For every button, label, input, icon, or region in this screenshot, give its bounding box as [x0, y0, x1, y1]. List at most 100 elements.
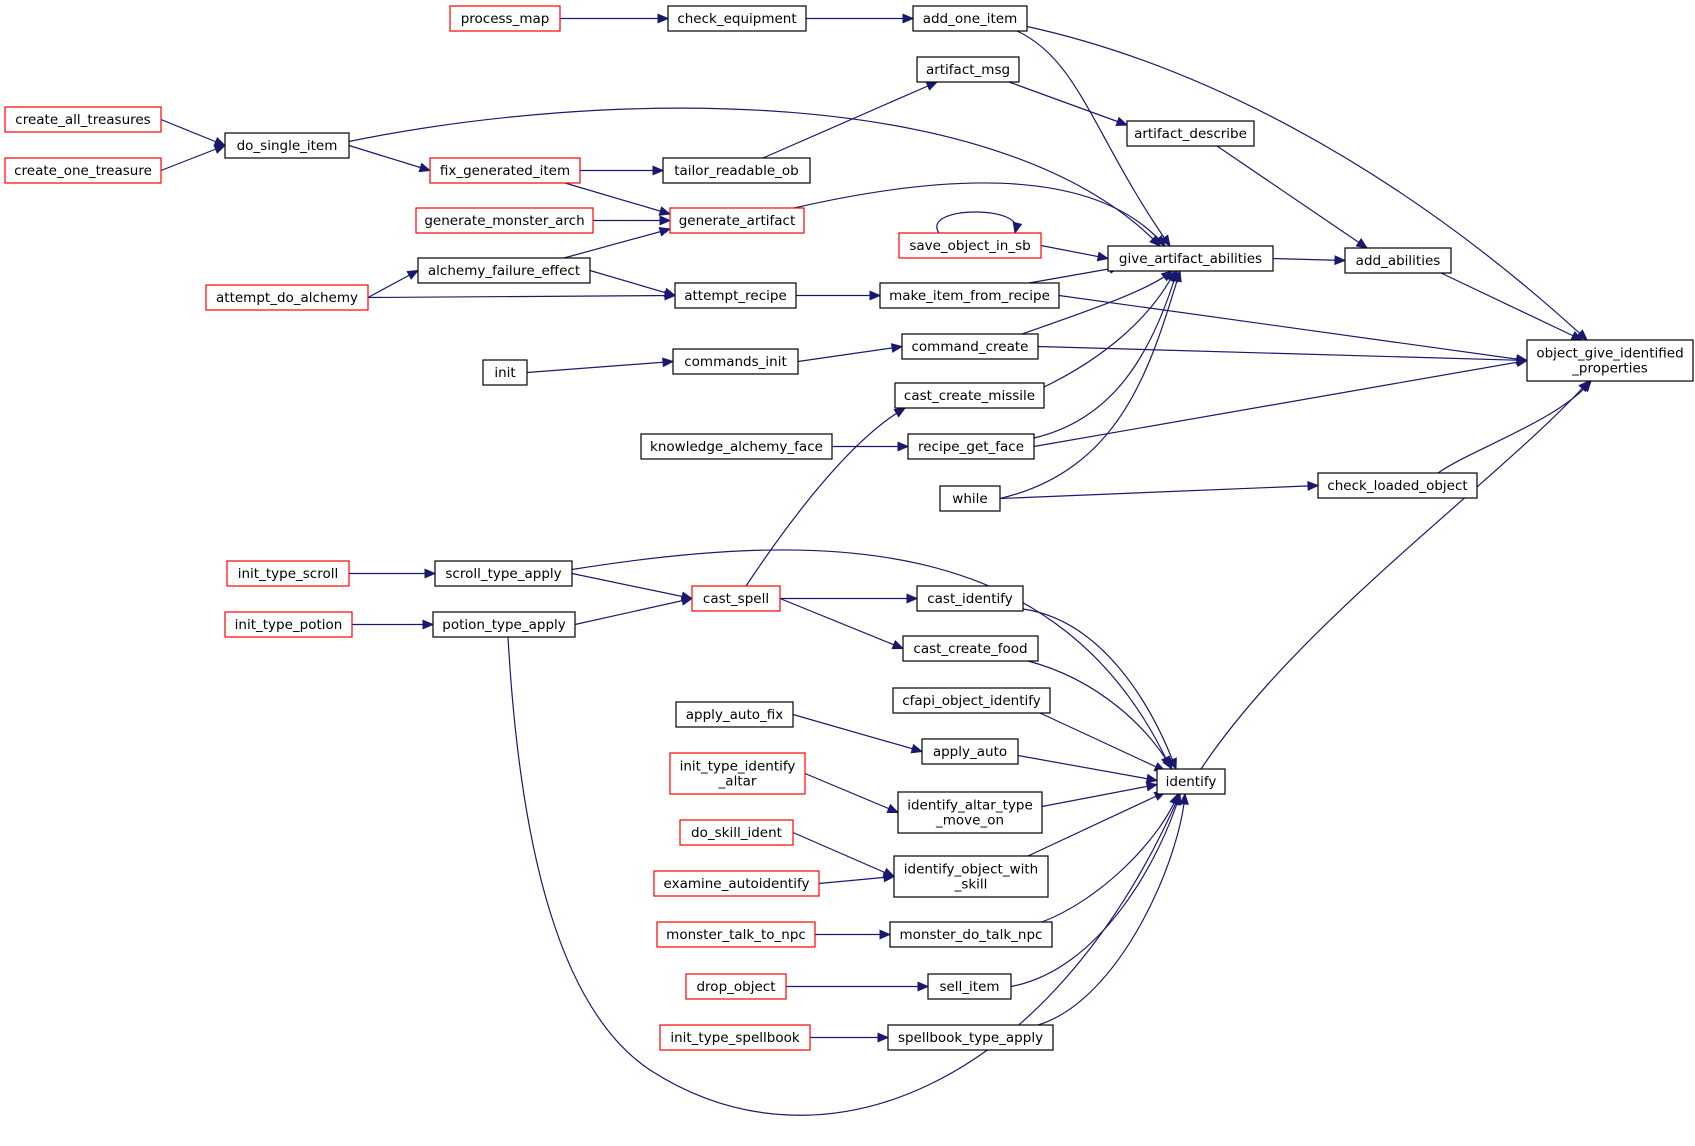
node-label: recipe_get_face — [918, 439, 1024, 455]
node-label: while — [952, 491, 987, 507]
node-identify-altar-type-move-on[interactable]: identify_altar_type_move_on — [897, 791, 1043, 834]
node-label: examine_autoidentify — [664, 876, 810, 892]
node-label: cast_create_missile — [904, 388, 1035, 404]
node-identify-object-with-skill[interactable]: identify_object_with_skill — [893, 855, 1049, 898]
node-apply-auto-fix[interactable]: apply_auto_fix — [675, 701, 794, 728]
arrowhead-cast_spell-to-cast_create_missile — [893, 407, 907, 418]
node-box — [672, 348, 799, 375]
node-check-loaded-object[interactable]: check_loaded_object — [1317, 472, 1478, 499]
node-init-type-spellbook[interactable]: init_type_spellbook — [659, 1024, 811, 1051]
arrowhead-give_artifact_abilities-to-add_abilities — [1334, 255, 1347, 266]
edge-potion_type_apply-to-cast_spell — [574, 597, 693, 626]
node-init-type-identify-altar[interactable]: init_type_identify_altar — [669, 752, 806, 795]
edge-attempt_do_alchemy-to-attempt_recipe — [367, 294, 676, 299]
node-do-single-item[interactable]: do_single_item — [224, 132, 350, 159]
node-monster-talk-to-npc[interactable]: monster_talk_to_npc — [656, 921, 816, 948]
node-label: monster_do_talk_npc — [900, 927, 1043, 943]
node-box — [887, 1024, 1054, 1051]
node-box — [1126, 120, 1255, 147]
edge-examine_autoidentify-to-identify_object_with_skill — [818, 875, 895, 885]
node-artifact-describe[interactable]: artifact_describe — [1126, 120, 1255, 147]
node-scroll-type-apply[interactable]: scroll_type_apply — [434, 560, 573, 587]
node-alchemy-failure-effect[interactable]: alchemy_failure_effect — [417, 257, 591, 284]
node-generate-artifact[interactable]: generate_artifact — [669, 207, 805, 234]
node-potion-type-apply[interactable]: potion_type_apply — [432, 611, 576, 638]
node-label: apply_auto_fix — [686, 707, 784, 723]
node-init-type-potion[interactable]: init_type_potion — [224, 611, 353, 638]
node-create-all-treasures[interactable]: create_all_treasures — [4, 106, 162, 133]
node-artifact-msg[interactable]: artifact_msg — [916, 56, 1020, 83]
node-check-equipment[interactable]: check_equipment — [667, 5, 807, 32]
node-label: init_type_scroll — [238, 566, 338, 582]
node-examine-autoidentify[interactable]: examine_autoidentify — [653, 870, 820, 897]
node-while[interactable]: while — [939, 485, 1001, 512]
node-add-abilities[interactable]: add_abilities — [1344, 247, 1452, 274]
node-label: generate_artifact — [679, 213, 796, 229]
edge-add_abilities-to-object_give_identified_properties — [1440, 272, 1583, 341]
arrowhead-apply_auto_fix-to-apply_auto — [910, 743, 924, 754]
arrowhead-recipe_get_face-to-object_give_identified_properties — [1515, 357, 1529, 368]
node-cast-create-missile[interactable]: cast_create_missile — [894, 382, 1045, 409]
node-label: drop_object — [696, 979, 775, 995]
node-generate-monster-arch[interactable]: generate_monster_arch — [415, 207, 594, 234]
node-tailor-readable-ob[interactable]: tailor_readable_ob — [662, 157, 811, 184]
node-box — [916, 585, 1024, 612]
node-box — [912, 5, 1028, 32]
arrowhead-generate_artifact-to-give_artifact_abilities — [1154, 234, 1166, 247]
node-box — [4, 157, 162, 184]
node-box — [429, 157, 581, 184]
arrowhead-attempt_do_alchemy-to-attempt_recipe — [664, 290, 677, 301]
node-box — [417, 257, 591, 284]
node-fix-generated-item[interactable]: fix_generated_item — [429, 157, 581, 184]
node-give-artifact-abilities[interactable]: give_artifact_abilities — [1107, 245, 1274, 272]
node-make-item-from-recipe[interactable]: make_item_from_recipe — [879, 282, 1060, 309]
node-identify[interactable]: identify — [1156, 768, 1226, 795]
node-label: create_one_treasure — [14, 163, 152, 179]
node-do-skill-ident[interactable]: do_skill_ident — [679, 819, 794, 846]
node-box — [674, 282, 797, 309]
node-init[interactable]: init — [482, 359, 528, 386]
node-create-one-treasure[interactable]: create_one_treasure — [4, 157, 162, 184]
edge-artifact_describe-to-add_abilities — [1216, 145, 1368, 249]
edge-create_all_treasures-to-do_single_item — [160, 118, 226, 147]
node-box — [656, 921, 816, 948]
node-drop-object[interactable]: drop_object — [685, 973, 787, 1000]
node-spellbook-type-apply[interactable]: spellbook_type_apply — [887, 1024, 1054, 1051]
node-add-one-item[interactable]: add_one_item — [912, 5, 1028, 32]
edge-save_object_in_sb-to-save_object_in_sb — [936, 211, 1017, 234]
node-monster-do-talk-npc[interactable]: monster_do_talk_npc — [889, 921, 1053, 948]
edge-cast_create_food-to-identify — [1027, 660, 1173, 770]
node-cast-identify[interactable]: cast_identify — [916, 585, 1024, 612]
node-label: create_all_treasures — [15, 112, 150, 128]
arrowhead-cast_create_food-to-identify — [1162, 757, 1173, 771]
arrowhead-init_type_potion-to-potion_type_apply — [422, 619, 435, 630]
node-attempt-recipe[interactable]: attempt_recipe — [674, 282, 797, 309]
node-save-object-in-sb[interactable]: save_object_in_sb — [898, 232, 1042, 259]
node-attempt-do-alchemy[interactable]: attempt_do_alchemy — [205, 284, 369, 311]
arrowhead-fix_generated_item-to-tailor_readable_ob — [652, 165, 665, 176]
node-label: do_skill_ident — [691, 825, 782, 841]
arrowhead-drop_object-to-sell_item — [917, 981, 930, 992]
node-box — [1317, 472, 1478, 499]
node-apply-auto[interactable]: apply_auto — [921, 738, 1019, 765]
arrowhead-alchemy_failure_effect-to-generate_artifact — [658, 226, 672, 237]
node-process-map[interactable]: process_map — [449, 5, 561, 32]
edge-check_loaded_object-to-object_give_identified_properties — [1437, 380, 1592, 474]
node-cfapi-object-identify[interactable]: cfapi_object_identify — [892, 687, 1051, 714]
node-knowledge-alchemy-face[interactable]: knowledge_alchemy_face — [640, 433, 833, 460]
node-sell-item[interactable]: sell_item — [927, 973, 1012, 1000]
edge-apply_auto_fix-to-apply_auto — [792, 713, 923, 753]
edge-identify_altar_type_move_on-to-identify — [1041, 783, 1158, 808]
node-cast-spell[interactable]: cast_spell — [691, 585, 781, 612]
node-box — [669, 207, 805, 234]
node-label: check_equipment — [677, 11, 796, 27]
arrowhead-init_type_identify_altar-to-identify_altar_type_move_on — [886, 803, 900, 814]
node-object-give-identified-properties[interactable]: object_give_identified_properties — [1526, 339, 1694, 382]
node-recipe-get-face[interactable]: recipe_get_face — [907, 433, 1035, 460]
node-init-type-scroll[interactable]: init_type_scroll — [226, 560, 350, 587]
node-command-create[interactable]: command_create — [901, 333, 1039, 360]
node-commands-init[interactable]: commands_init — [672, 348, 799, 375]
node-box — [415, 207, 594, 234]
node-cast-create-food[interactable]: cast_create_food — [902, 635, 1039, 662]
arrowhead-identify-to-object_give_identified_properties — [1578, 380, 1590, 393]
